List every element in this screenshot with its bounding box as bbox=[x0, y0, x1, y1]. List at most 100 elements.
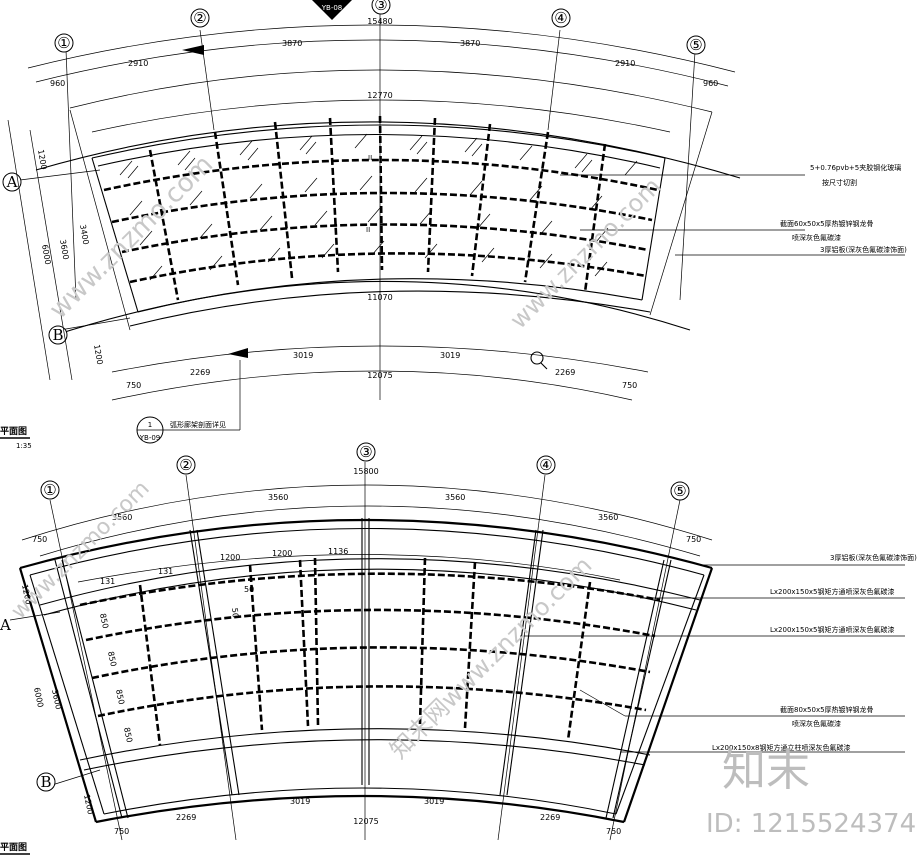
top-ldim-3: 3600 bbox=[58, 239, 70, 261]
bot-dim-2: 3560 bbox=[112, 513, 132, 522]
detail-bubble-ref: YB-09 bbox=[139, 434, 161, 442]
top-note-glass-2: 按尺寸切割 bbox=[822, 178, 857, 187]
top-plan-scale: 1:35 bbox=[16, 442, 32, 450]
bot-bdim-5: 2269 bbox=[540, 813, 560, 822]
bot-frame-bottom bbox=[95, 794, 625, 824]
cut-marker-2 bbox=[228, 348, 248, 358]
bot-small-dim-2: 131 bbox=[158, 567, 173, 576]
wm-logo: 知末 bbox=[722, 745, 810, 796]
bot-axis-1: ① bbox=[43, 481, 56, 499]
bot-dim-arc-2 bbox=[39, 505, 701, 557]
bot-note-beam-1: Lx200x150x5钢矩方通喷深灰色氟碳漆 bbox=[770, 587, 895, 596]
bot-note-plate: 3厚铝板(深灰色氟碳漆饰面) bbox=[830, 553, 917, 562]
section-marker-triangle bbox=[312, 0, 352, 20]
bot-axis-4: ④ bbox=[539, 456, 552, 474]
cut-marker-1 bbox=[182, 45, 204, 55]
bot-frame-left bbox=[18, 567, 98, 823]
bot-bdim-total: 12075 bbox=[353, 817, 378, 826]
bot-ldim-2: 6000 bbox=[32, 687, 45, 709]
top-grid-verticals bbox=[148, 115, 607, 301]
section-label-2: II bbox=[366, 226, 370, 234]
top-bdim-total: 12075 bbox=[367, 371, 392, 380]
wm-diag-1: www.znzmo.com bbox=[44, 150, 219, 325]
detail-note: 弧形廊架剖面详见 bbox=[170, 420, 226, 429]
top-ldim-2: 6000 bbox=[40, 244, 52, 266]
top-dim-2: 2910 bbox=[128, 59, 148, 68]
top-dim-arc-outer bbox=[27, 24, 736, 73]
top-grid-h4 bbox=[129, 252, 647, 284]
bot-axis-B: B bbox=[40, 773, 51, 791]
bot-frame-bottom-2 bbox=[103, 787, 617, 815]
bot-dim-arc-3 bbox=[77, 554, 621, 583]
bottom-plan: ① ② ③ ④ ⑤ A B 15800 750 3560 3560 3560 3… bbox=[0, 442, 917, 855]
top-note-glass: 5+0.76pvb+5夹胶钢化玻璃 bbox=[810, 163, 901, 172]
bot-ldim-5: 850 bbox=[106, 651, 118, 668]
top-left-edge bbox=[91, 157, 139, 313]
top-canopy-top bbox=[91, 124, 666, 159]
top-bdim-6: 750 bbox=[622, 381, 637, 390]
top-axis-B: B bbox=[52, 326, 63, 344]
bot-axis-2: ② bbox=[179, 456, 192, 474]
top-bdim-2: 2269 bbox=[190, 368, 210, 377]
bot-spot-dim: 50 bbox=[244, 585, 254, 594]
bot-ldim-4: 850 bbox=[98, 613, 110, 630]
bot-grid-h3 bbox=[91, 646, 651, 680]
top-bottom-dim-arc-2 bbox=[111, 370, 633, 401]
top-left-dim-line-2 bbox=[29, 129, 73, 381]
top-canopy-glass-top bbox=[97, 133, 661, 169]
top-ldim-5: 1200 bbox=[92, 344, 104, 366]
section-label-1: II bbox=[368, 154, 372, 162]
bot-beam-A bbox=[39, 558, 701, 606]
top-bdim-3: 3019 bbox=[293, 351, 313, 360]
bot-grid-h1 bbox=[79, 572, 661, 607]
top-axis-A: A bbox=[6, 173, 18, 191]
top-note-steel-2: 喷深灰色氟碳漆 bbox=[792, 233, 841, 242]
top-note-steel: 截面60x50x5厚热镀锌钢龙骨 bbox=[780, 219, 874, 228]
bot-frame-top bbox=[19, 518, 713, 570]
bot-leader-steel-a bbox=[579, 689, 626, 717]
bot-dim-4: 3560 bbox=[445, 493, 465, 502]
top-bdim-4: 3019 bbox=[440, 351, 460, 360]
bot-note-beam-2: Lx200x150x5钢矩方通喷深灰色氟碳漆 bbox=[770, 625, 895, 634]
bot-grid-dim-2: 1200 bbox=[272, 549, 292, 558]
top-dim-1: 960 bbox=[50, 79, 65, 88]
bot-grid-verticals bbox=[138, 557, 592, 746]
bot-dim-6: 750 bbox=[686, 535, 701, 544]
bot-bdim-3: 3019 bbox=[290, 797, 310, 806]
top-right-outer bbox=[649, 111, 713, 316]
bot-ldim-7: 850 bbox=[122, 727, 134, 744]
bot-note-steel: 截面80x50x5厚热镀锌钢龙骨 bbox=[780, 705, 874, 714]
top-axis-1: ① bbox=[57, 34, 70, 52]
bot-bdim-2: 2269 bbox=[176, 813, 196, 822]
bot-ldim-3: 3600 bbox=[50, 689, 63, 711]
bot-bdim-6: 750 bbox=[606, 827, 621, 836]
top-axis-bubbles: ① ② ③ ④ ⑤ A B bbox=[2, 0, 706, 345]
top-dim-4: 3870 bbox=[460, 39, 480, 48]
top-plan: ① ② ③ ④ ⑤ A B YB-08 15480 960 2910 3870 … bbox=[0, 0, 907, 450]
bot-dim-5: 3560 bbox=[598, 513, 618, 522]
section-marker-label: YB-08 bbox=[321, 4, 343, 12]
top-axis-2: ② bbox=[193, 9, 206, 27]
bot-frame-right bbox=[622, 567, 714, 823]
top-plan-title: 平面图 bbox=[0, 426, 27, 437]
bot-axis-3: ③ bbox=[359, 443, 372, 461]
top-dim-3: 3870 bbox=[282, 39, 302, 48]
top-left-dim-line bbox=[7, 119, 51, 381]
top-dim-6: 960 bbox=[703, 79, 718, 88]
top-axis-lines bbox=[19, 14, 696, 400]
top-dim-arc-inner-2 bbox=[91, 99, 671, 133]
bot-grid-dim-3: 1136 bbox=[328, 547, 348, 556]
top-canopy-bottom bbox=[129, 290, 651, 327]
top-bdim-5: 2269 bbox=[555, 368, 575, 377]
bot-dim-arc-outer bbox=[21, 484, 713, 541]
top-dim-inner: 12770 bbox=[367, 91, 392, 100]
top-axis-4: ④ bbox=[554, 9, 567, 27]
bot-note-steel-2: 喷深灰色氟碳漆 bbox=[792, 719, 841, 728]
top-right-edge bbox=[641, 157, 666, 301]
top-dim-total: 15480 bbox=[367, 17, 392, 26]
bot-note-beam-3: Lx200x150x8钢矩方通立柱喷深灰色氟碳漆 bbox=[712, 743, 851, 752]
top-grid-h3 bbox=[121, 223, 649, 254]
bot-bdim-1: 750 bbox=[114, 827, 129, 836]
bot-ldim-6: 850 bbox=[114, 689, 126, 706]
